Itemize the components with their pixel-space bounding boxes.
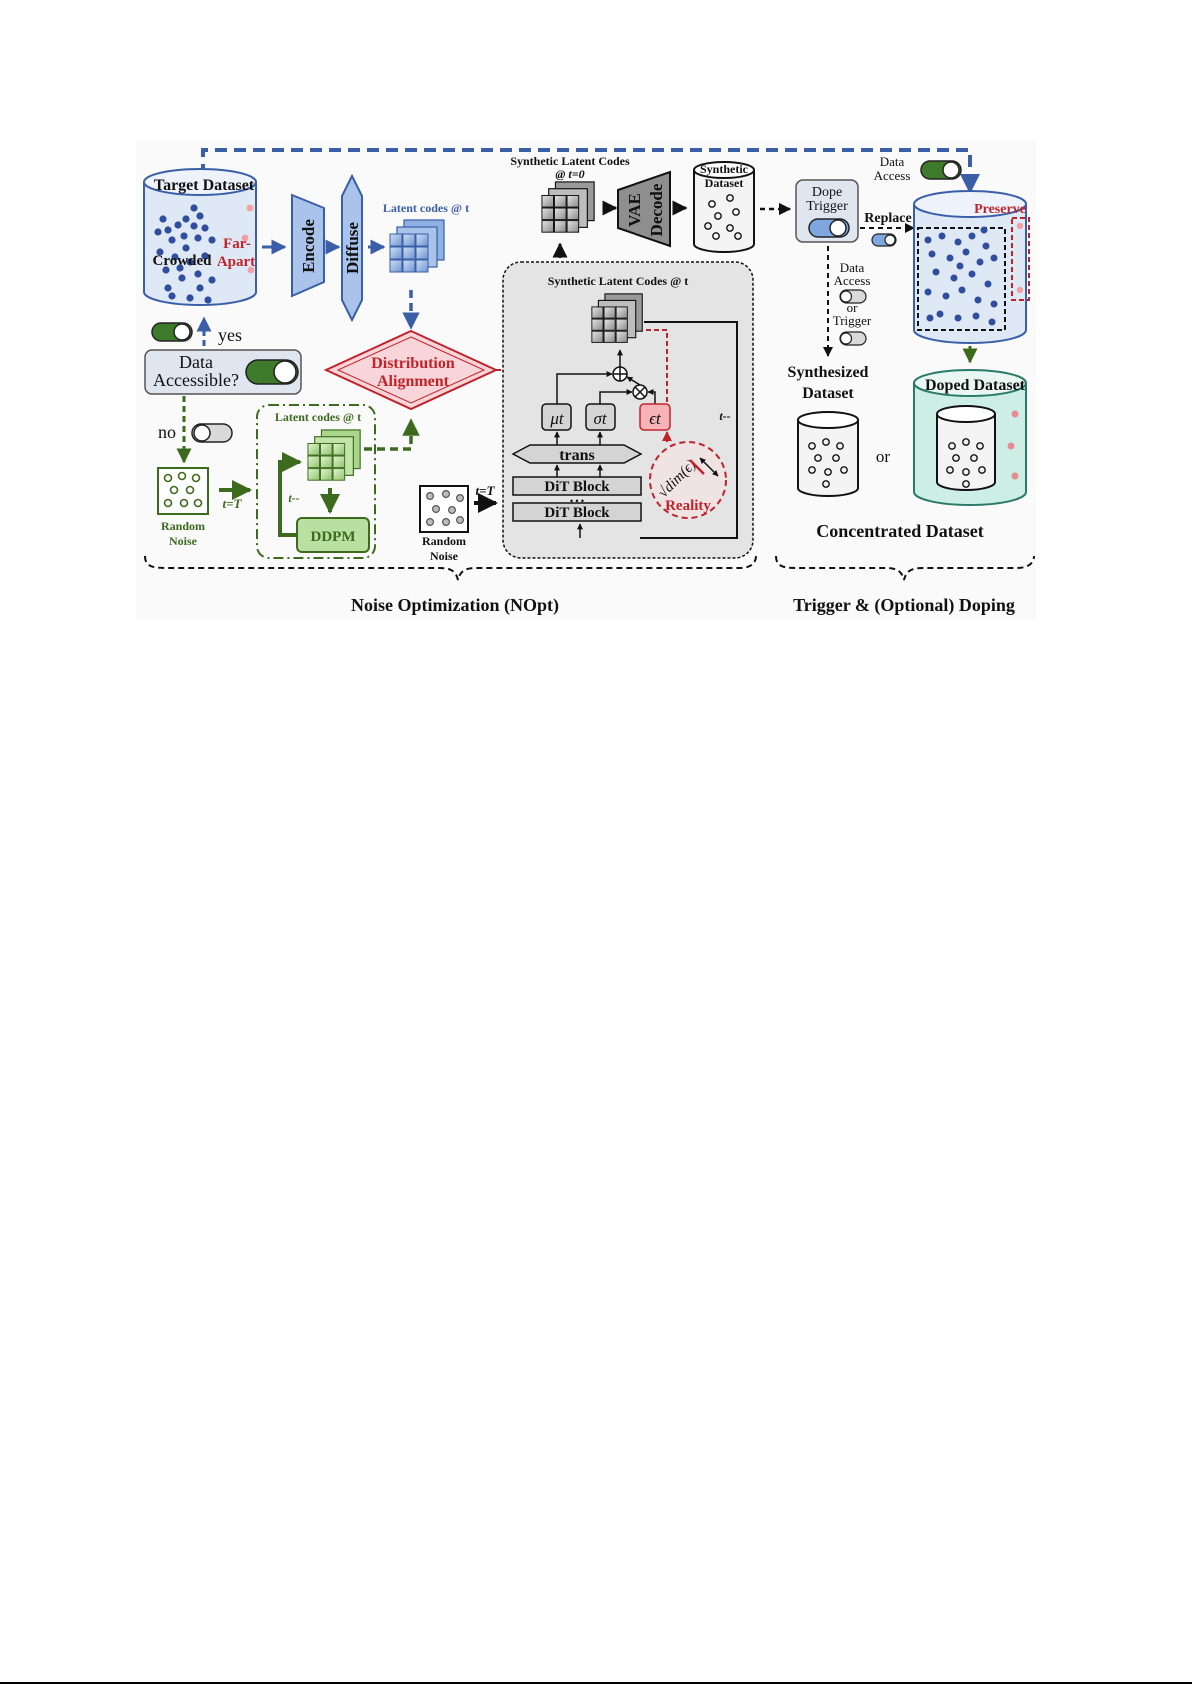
data-accessible-toggle[interactable]	[245, 359, 299, 385]
data-access-top-toggle[interactable]	[920, 160, 962, 180]
encode-label: Encode	[299, 219, 318, 273]
data-access-mid-line3: or	[847, 300, 859, 315]
synthetic-dataset-cylinder	[693, 161, 755, 253]
data-accessible-line2: Accessible?	[153, 370, 239, 390]
no-toggle[interactable]	[191, 423, 233, 443]
far-label: Far-	[223, 236, 251, 252]
data-access-top-line2: Access	[874, 168, 911, 183]
synthetic-latent-t0-line2: @ t=0	[555, 167, 584, 181]
latent-cube-blue	[389, 219, 445, 273]
nopt-label: Noise Optimization (NOpt)	[351, 595, 559, 616]
preserve-points	[924, 226, 998, 326]
data-accessible-line1: Data	[179, 352, 213, 372]
doped-dataset-label: Doped Dataset	[925, 377, 1026, 394]
target-dataset-label: Target Dataset	[154, 177, 255, 194]
random-noise-green-box	[157, 467, 209, 515]
synthetic-latent-t-label: Synthetic Latent Codes @ t	[548, 274, 689, 288]
dope-trigger-toggle[interactable]	[808, 218, 850, 238]
synthetic-dataset-line2: Dataset	[705, 176, 744, 190]
no-label: no	[158, 422, 176, 442]
dit-block-1-label: DiT Block	[544, 479, 610, 495]
random-noise-green-line1: Random	[161, 519, 205, 533]
dit-block-2	[512, 502, 642, 522]
synthesized-dataset-cylinder	[797, 411, 859, 497]
latent-cube-green	[307, 429, 361, 481]
replace-toggle[interactable]	[871, 233, 897, 247]
random-noise-green-line2: Noise	[169, 534, 198, 548]
synthetic-cube-t	[591, 293, 643, 343]
yes-label: yes	[218, 325, 242, 345]
page-bottom-rule	[0, 1682, 1192, 1684]
concentrated-dataset-label: Concentrated Dataset	[816, 521, 983, 541]
data-access-mid-line4: Trigger	[833, 313, 872, 328]
target-dataset-cylinder	[143, 168, 257, 306]
reality-label: Reality	[665, 498, 711, 514]
t-minus-right: t--	[719, 409, 730, 423]
distribution-label: Distribution	[371, 355, 455, 372]
synthesized-dataset-line2: Dataset	[802, 385, 854, 402]
sigma-label: σt	[593, 409, 607, 428]
random-noise-gray-line2: Noise	[430, 549, 459, 563]
dit-block-1	[512, 476, 642, 496]
diffuse-label: Diffuse	[343, 222, 362, 274]
data-access-mid-line1: Data	[840, 260, 865, 275]
sigma-box	[585, 403, 616, 431]
apart-label: Apart	[217, 254, 255, 270]
random-noise-gray-line1: Random	[422, 534, 466, 548]
crowded-points	[154, 204, 216, 304]
epsilon-box	[639, 403, 671, 431]
replace-label: Replace	[864, 211, 911, 226]
latent-codes-green-label: Latent codes @ t	[275, 410, 361, 424]
diffuse-block	[341, 173, 363, 323]
distribution-alignment-diamond	[323, 329, 499, 411]
dit-dots: • • •	[570, 496, 584, 506]
vae-label: VAE	[625, 193, 644, 227]
data-access-loop-arrow	[201, 148, 980, 194]
data-access-mid-toggle-2[interactable]	[839, 331, 867, 346]
data-access-top-line1: Data	[880, 154, 905, 169]
alignment-label: Alignment	[377, 373, 450, 390]
ddpm-label: DDPM	[311, 529, 356, 545]
data-access-mid-toggle-1[interactable]	[839, 289, 867, 304]
synthetic-latent-t0-line1: Synthetic Latent Codes	[510, 154, 630, 168]
decode-label: Decode	[647, 183, 666, 236]
preserved-region	[1011, 217, 1030, 301]
encode-block	[291, 193, 325, 298]
mu-box	[541, 403, 572, 431]
doped-inner-cylinder	[936, 405, 996, 491]
vae-decode-block	[617, 170, 671, 248]
yes-toggle[interactable]	[151, 322, 193, 342]
or-label: or	[876, 447, 891, 466]
trans-label: trans	[559, 447, 595, 464]
epsilon-label: ϵt	[649, 409, 662, 428]
dope-trigger-line1: Dope	[812, 185, 842, 200]
dope-trigger-line2: Trigger	[806, 199, 848, 214]
dit-block-2-label: DiT Block	[544, 505, 610, 521]
preserve-label: Preserve	[974, 202, 1026, 217]
preserve-far-points	[1016, 222, 1024, 294]
data-access-mid-line2: Access	[834, 273, 871, 288]
mu-label: μt	[549, 409, 565, 428]
synthetic-dataset-line1: Synthetic	[700, 162, 749, 176]
t-eq-T-green: t=T	[223, 496, 243, 511]
trigger-doping-brace	[775, 555, 1035, 581]
t-minus-green: t--	[288, 491, 299, 505]
synthetic-cube-t0	[541, 181, 595, 233]
t-eq-T-gray: t=T	[476, 483, 496, 498]
ddpm-group-frame	[256, 404, 376, 559]
trigger-doping-label: Trigger & (Optional) Doping	[793, 595, 1015, 616]
replaced-region	[917, 227, 1006, 331]
doped-points	[1007, 410, 1019, 480]
nopt-brace	[144, 555, 757, 581]
far-apart-points	[241, 204, 255, 274]
latent-codes-label: Latent codes @ t	[383, 201, 469, 215]
crowded-label: Crowded	[153, 253, 213, 269]
synthesized-dataset-line1: Synthesized	[788, 364, 869, 381]
trans-block	[511, 444, 643, 464]
random-noise-gray-box	[419, 485, 469, 533]
